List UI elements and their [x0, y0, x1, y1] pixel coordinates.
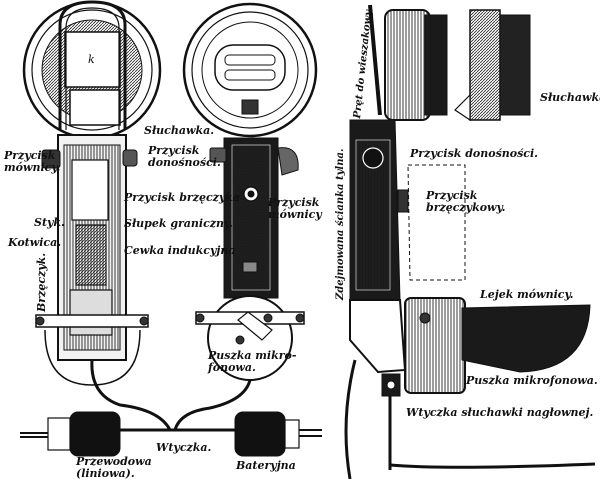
label-mic-capsule-back: Puszka mikro- fonowa. — [208, 349, 297, 374]
label-mic-button-left: Przycisk mównicy. — [4, 149, 61, 174]
label-buzzer-button-side: Przycisk brzęczykowy. — [426, 189, 506, 214]
label-buzzer-button: Przycisk brzęczyka — [124, 191, 241, 204]
label-handset: Słuchawka. — [144, 124, 215, 137]
label-handset-side: Słuchawka. — [540, 91, 600, 104]
label-mic-capsule-side: Puszka mikrofonowa. — [466, 374, 598, 387]
label-removable-wall: Zdejmowana ścianka tylna. — [335, 148, 346, 300]
side-view — [344, 4, 596, 479]
label-contact: Styk. — [34, 216, 65, 229]
front-view — [22, 0, 172, 431]
label-wire-plug: Przewodowa (liniowa). — [76, 455, 152, 479]
earpiece-mark-k: k — [88, 53, 95, 66]
label-buzzer: Brzęczyk. — [35, 252, 48, 312]
back-view — [173, 2, 318, 431]
label-volume-button: Przycisk donośności. — [148, 144, 221, 169]
label-headphone-plug: Wtyczka słuchawki nagłownej. — [406, 406, 594, 419]
label-plug: Wtyczka. — [156, 441, 212, 454]
label-battery-plug: Bateryjna — [236, 459, 296, 472]
label-anchor: Kotwica. — [8, 236, 62, 249]
label-mouthpiece: Lejek mównicy. — [480, 288, 574, 301]
label-induction-coil: Cewka indukcyjna — [124, 244, 236, 257]
plugs — [20, 411, 322, 457]
label-mic-button-right: Przycisk mównicy — [268, 196, 322, 221]
label-limit-post: Słupek graniczny. — [124, 217, 234, 230]
label-volume-button-side: Przycisk donośności. — [410, 147, 539, 160]
